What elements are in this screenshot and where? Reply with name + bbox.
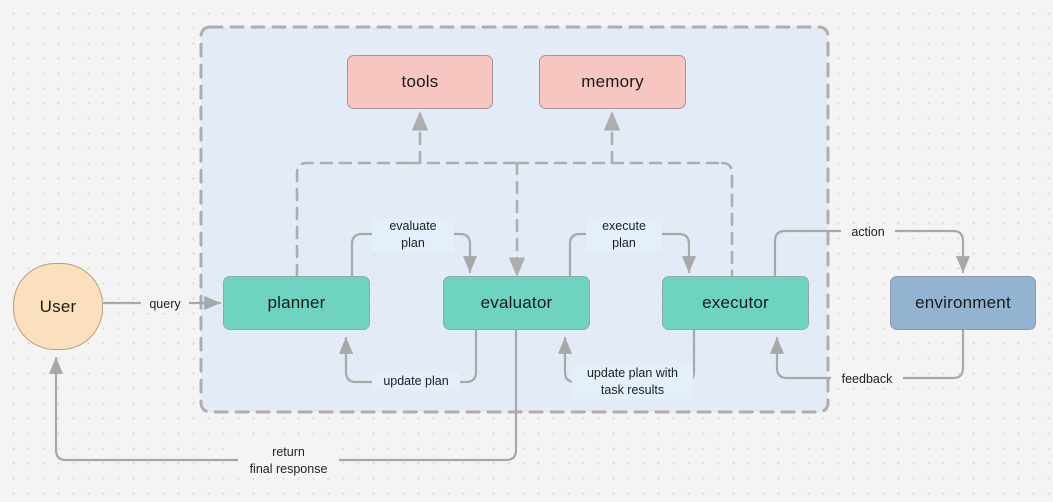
edge-execute-plan <box>568 232 697 278</box>
node-executor-label: executor <box>702 293 769 312</box>
node-memory[interactable]: memory <box>539 55 686 109</box>
node-user-label: User <box>39 296 77 316</box>
node-environment-label: environment <box>915 293 1011 312</box>
edge-feedback <box>769 328 965 380</box>
edge-update-plan <box>338 328 478 384</box>
node-evaluator[interactable]: evaluator <box>443 276 590 330</box>
agent-container-fill <box>201 27 828 412</box>
shared-resource-bus <box>295 110 734 278</box>
edge-update-plan-task-results <box>557 328 696 384</box>
node-executor[interactable]: executor <box>662 276 809 330</box>
node-tools[interactable]: tools <box>347 55 493 109</box>
node-planner[interactable]: planner <box>223 276 370 330</box>
node-planner-label: planner <box>267 293 326 312</box>
node-user[interactable]: User <box>13 263 103 350</box>
node-environment[interactable]: environment <box>890 276 1036 330</box>
node-tools-label: tools <box>401 72 439 91</box>
edge-evaluate-plan <box>350 232 478 278</box>
node-memory-label: memory <box>581 72 644 91</box>
edge-return-final-response <box>48 328 518 462</box>
edge-action <box>773 229 971 278</box>
node-evaluator-label: evaluator <box>480 293 553 312</box>
agent-boundary <box>199 25 830 414</box>
